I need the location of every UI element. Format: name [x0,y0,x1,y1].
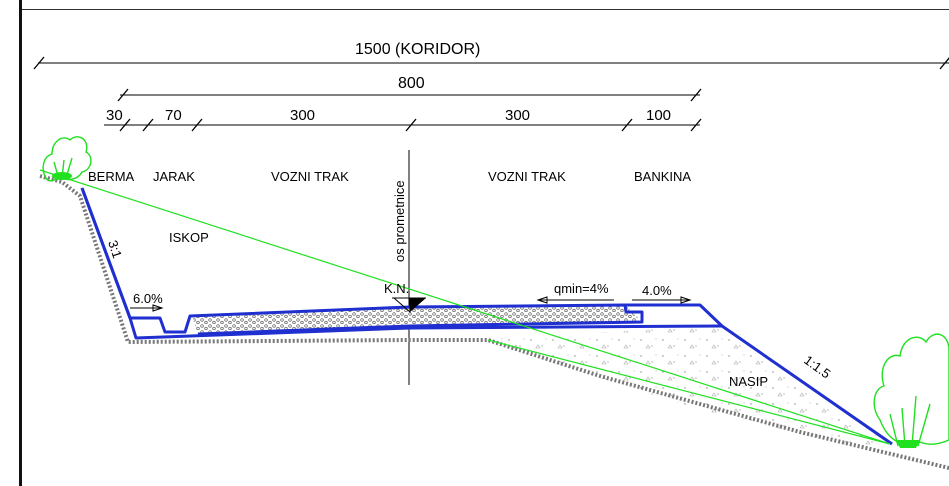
segment-tick [405,118,417,132]
arrow-left-icon [536,296,548,304]
segment-label: 100 [646,107,671,124]
segment-dimensions: 30 70 300 300 100 [104,107,702,132]
qmin-label: qmin=4% [554,281,609,296]
drawing-frame-top [22,0,949,10]
embankment-fill [488,326,890,452]
total-tick-left [117,88,129,102]
cut-slope-outline [80,187,132,319]
drawing-frame-left [0,0,22,486]
cut-slope-label: 3:1 [105,238,125,260]
segment-tick [119,118,131,132]
shrub-left-icon [42,136,92,182]
zone-label-vozni-trak-left: VOZNI TRAK [271,169,349,184]
segment-tick [690,118,702,132]
road-axis-label: os prometnice [392,180,407,262]
segment-tick [621,118,633,132]
pavement-layer [192,305,642,334]
zone-label-berma: BERMA [88,169,135,184]
kn-triangle-icon [410,298,426,312]
nasip-label: NASIP [729,374,768,389]
terrain-line-lower [487,339,891,445]
total-dimension: 800 [117,75,702,102]
road-bottom-outline [128,317,723,340]
zone-label-vozni-trak-right: VOZNI TRAK [488,169,566,184]
total-dimension-label: 800 [398,75,425,92]
shrub-right-icon [873,333,949,448]
kn-label: K.N. [384,281,409,296]
fill-slope-outline [625,303,893,446]
arrow-right-icon [152,304,164,312]
terrain-line [39,169,891,445]
zone-label-bankina: BANKINA [634,169,691,184]
shoulder-slope-annotation: 4.0% [632,283,692,304]
arrow-right-icon [680,296,692,304]
zone-label-jarak: JARAK [153,169,195,184]
corridor-dimension: 1500 (KORIDOR) [33,41,949,70]
iskop-label: ISKOP [169,230,209,245]
qmin-annotation: qmin=4% [536,281,614,304]
segment-label: 300 [505,107,530,124]
ditch-slope-annotation: 6.0% [130,291,164,312]
segment-tick [191,118,203,132]
segment-tick [142,118,154,132]
fill-slope-label: 1:1.5 [801,352,833,381]
zone-labels: BERMA JARAK VOZNI TRAK VOZNI TRAK BANKIN… [88,169,691,184]
segment-label: 30 [106,107,123,124]
segment-label: 70 [165,107,182,124]
shoulder-slope-label: 4.0% [642,283,672,298]
corridor-dimension-label: 1500 (KORIDOR) [355,41,480,58]
kn-marker: K.N. [384,281,426,314]
ditch-slope-label: 6.0% [133,291,163,306]
total-tick-right [690,88,702,102]
corridor-tick-left [33,56,45,70]
corridor-tick-right [939,57,949,70]
segment-label: 300 [290,107,315,124]
